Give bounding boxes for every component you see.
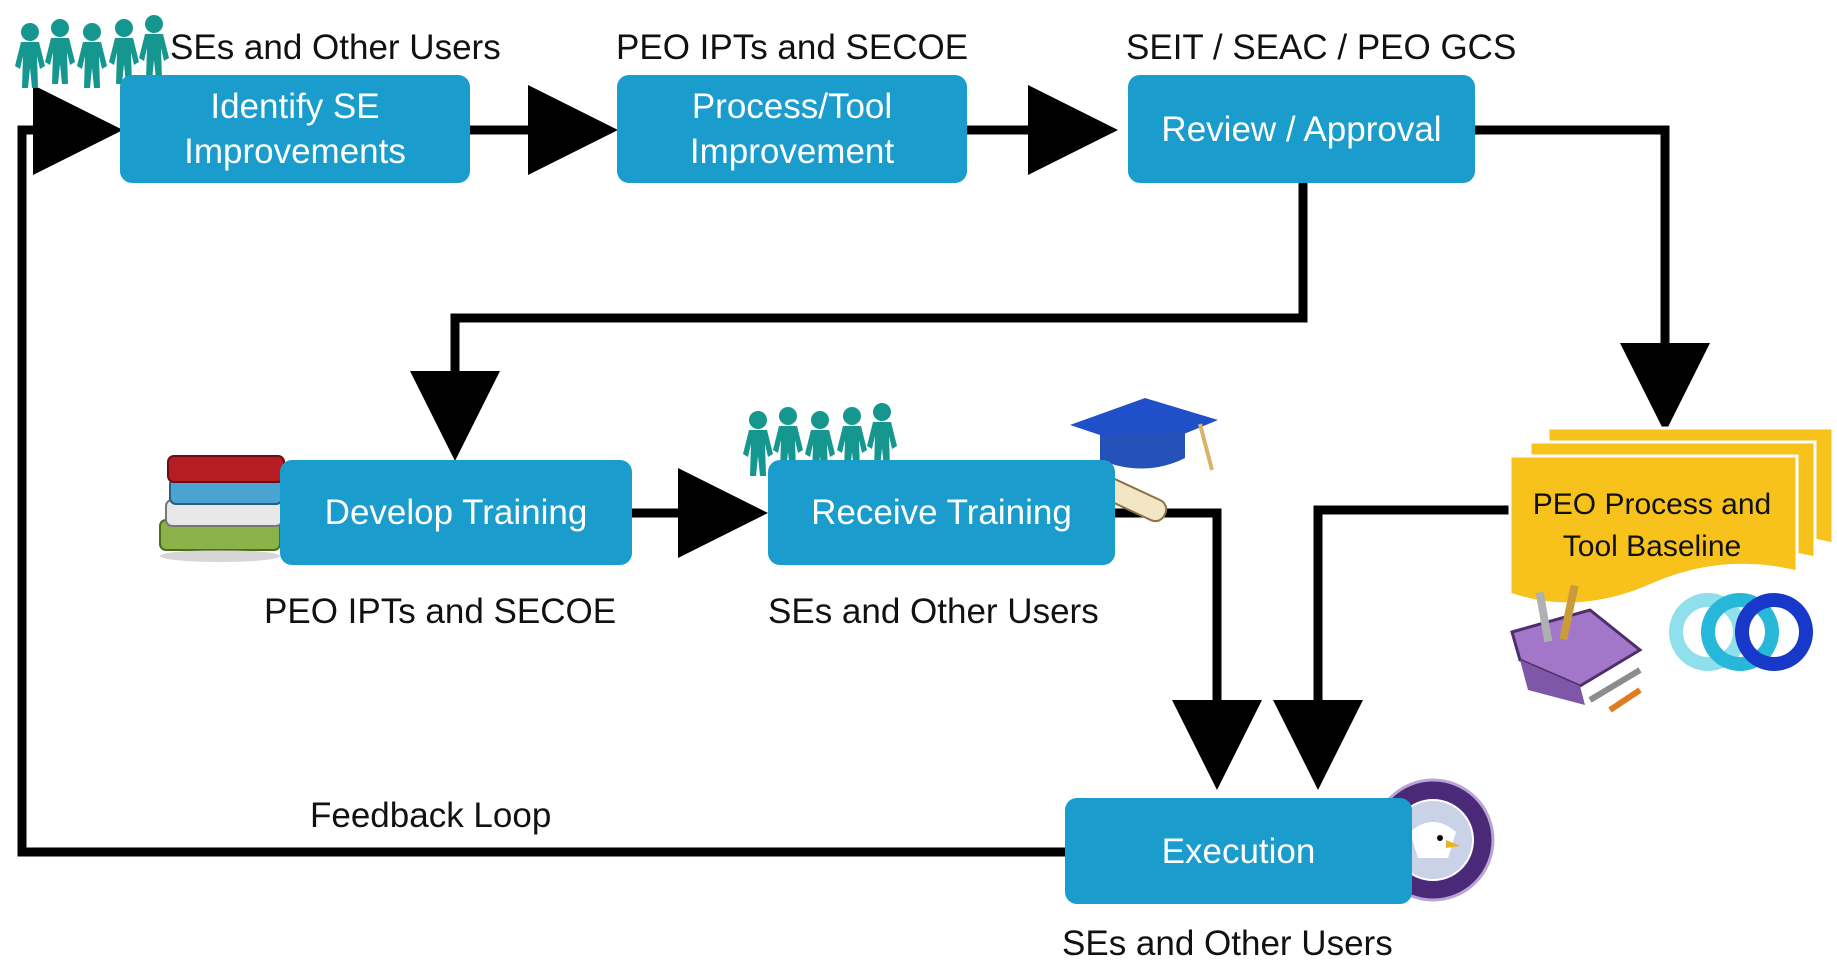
owner-label-process-tool: PEO IPTs and SECOE	[616, 28, 969, 67]
cycle-arrows-icon	[1669, 593, 1813, 671]
owner-label-execution: SEs and Other Users	[1062, 924, 1393, 963]
owner-label-develop-training: PEO IPTs and SECOE	[264, 592, 617, 631]
arrow-review-to-develop	[410, 183, 1308, 461]
receive-training-box: Receive Training	[768, 460, 1115, 565]
arrow-receive-to-execution	[1115, 508, 1262, 790]
owner-label-receive-training: SEs and Other Users	[768, 592, 1099, 631]
review-approval-box: Review / Approval	[1128, 75, 1475, 183]
feedback-loop-arrow	[17, 85, 1065, 857]
process-tool-improvement-box: Process/Tool Improvement	[617, 75, 967, 183]
owner-label-review: SEIT / SEAC / PEO GCS	[1126, 28, 1517, 67]
execution-box: Execution	[1065, 798, 1412, 904]
identify-se-improvements-box: Identify SE Improvements	[120, 75, 470, 183]
feedback-loop-label: Feedback Loop	[310, 796, 552, 835]
toolbox-icon	[1510, 584, 1643, 713]
develop-training-box: Develop Training	[280, 460, 632, 565]
books-icon	[159, 455, 285, 562]
baseline-document-stack	[1508, 426, 1835, 606]
arrow-review-to-baseline	[1475, 125, 1710, 433]
baseline-label: PEO Process and Tool Baseline	[1532, 488, 1772, 563]
owner-label-identify: SEs and Other Users	[170, 28, 501, 67]
arrow-baseline-to-execution	[1273, 505, 1510, 790]
